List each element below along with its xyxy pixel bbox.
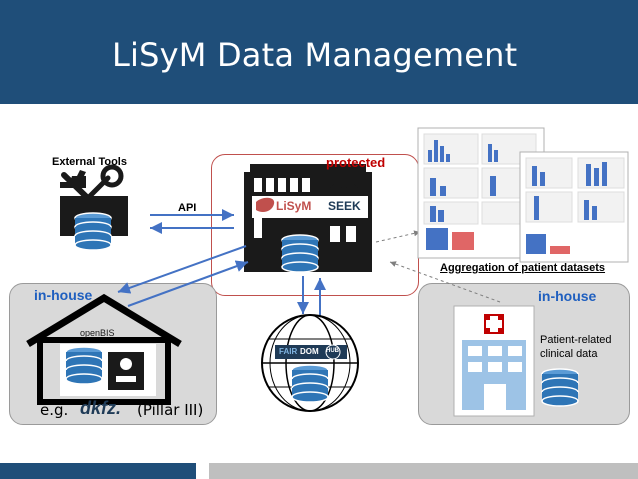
pillar-label: (Pillar III) — [137, 401, 204, 419]
lisym-logo-text: LiSyM — [276, 199, 312, 213]
binoculars-icon — [330, 182, 358, 196]
external-tools-label: External Tools — [52, 156, 127, 168]
hospital-icon — [453, 305, 579, 417]
inhouse-left-title: in-house — [34, 287, 93, 303]
aggregation-dashed-arrows — [375, 230, 501, 303]
title-banner: LiSyM Data Management — [0, 0, 638, 104]
slide-title: LiSyM Data Management — [112, 36, 518, 74]
protected-label: protected — [326, 155, 386, 170]
fairdom-globe-icon — [261, 314, 359, 412]
footer-bar-gray — [209, 463, 638, 479]
external-tools-icon — [60, 164, 128, 251]
fairdom-dom-text: DOM — [300, 347, 319, 356]
liver-logo-icon — [256, 197, 275, 212]
house-icon — [26, 293, 182, 405]
seek-building-icon — [244, 164, 372, 273]
patient-histograms-front — [519, 151, 629, 263]
seek-fairdom-arrows — [297, 276, 326, 316]
api-label: API — [178, 202, 197, 214]
clinical-data-line2: clinical data — [540, 348, 598, 360]
seek-inhouse-arrows — [117, 245, 249, 307]
fairdom-hub-text: HUB — [326, 348, 339, 354]
dkfz-logo: dkfz. — [80, 398, 122, 418]
footer-bar-blue — [0, 463, 196, 479]
fairdom-fair-text: FAIR — [279, 347, 298, 356]
eg-label: e.g. — [40, 401, 69, 419]
api-arrows — [150, 209, 234, 234]
aggregation-label: Aggregation of patient datasets — [440, 262, 606, 274]
inhouse-right-title: in-house — [538, 288, 597, 304]
clinical-data-line1: Patient-related — [540, 334, 612, 346]
openbis-label: openBIS — [80, 328, 115, 338]
seek-logo-text: SEEK — [328, 199, 361, 213]
